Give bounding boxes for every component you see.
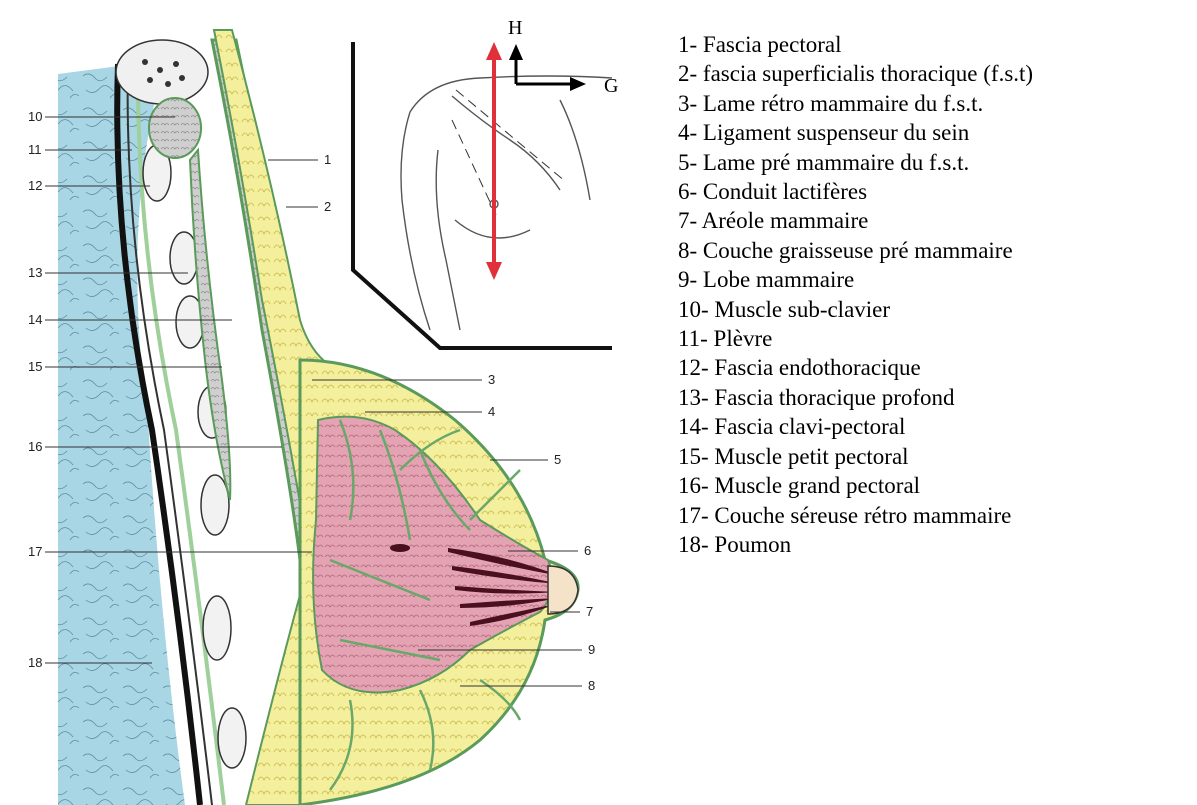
legend-item: 10- Muscle sub-clavier [678, 295, 1033, 324]
legend-item: 9- Lobe mammaire [678, 265, 1033, 294]
legend-item: 15- Muscle petit pectoral [678, 442, 1033, 471]
number-label: 11 [28, 142, 42, 157]
legend-item: 12- Fascia endothoracique [678, 353, 1033, 382]
legend-item: 14- Fascia clavi-pectoral [678, 412, 1033, 441]
breast-sagittal-section-diagram: 1 2 3 4 5 6 7 8 9 10 11 12 13 14 15 16 1… [0, 0, 650, 805]
legend-item: 6- Conduit lactifères [678, 177, 1033, 206]
number-label: 8 [588, 678, 595, 693]
orientation-inset: H G [353, 17, 618, 348]
axis-label-H: H [508, 17, 522, 39]
number-label: 10 [28, 109, 42, 124]
legend-item: 7- Aréole mammaire [678, 206, 1033, 235]
number-label: 14 [28, 312, 42, 327]
number-label: 12 [28, 178, 42, 193]
orientation-axes: H G [508, 17, 618, 97]
number-label: 4 [488, 404, 495, 419]
number-label: 16 [28, 439, 42, 454]
legend-item: 11- Plèvre [678, 324, 1033, 353]
number-label: 1 [324, 152, 331, 167]
number-label: 6 [584, 543, 591, 558]
torso-sketch [401, 76, 612, 330]
number-label: 5 [554, 452, 561, 467]
number-label: 15 [28, 359, 42, 374]
number-label: 3 [488, 372, 495, 387]
number-label: 17 [28, 544, 42, 559]
legend-item: 16- Muscle grand pectoral [678, 471, 1033, 500]
number-label: 7 [586, 604, 593, 619]
legend-item: 8- Couche graisseuse pré mammaire [678, 236, 1033, 265]
number-label: 18 [28, 655, 42, 670]
subclavius-muscle [149, 98, 201, 158]
axis-label-G: G [604, 75, 618, 97]
number-label: 2 [324, 199, 331, 214]
legend-item: 5- Lame pré mammaire du f.s.t. [678, 148, 1033, 177]
legend-item: 2- fascia superficialis thoracique (f.s.… [678, 59, 1033, 88]
legend-item: 4- Ligament suspenseur du sein [678, 118, 1033, 147]
legend-item: 13- Fascia thoracique profond [678, 383, 1033, 412]
legend-item: 17- Couche séreuse rétro mammaire [678, 501, 1033, 530]
number-label: 13 [28, 265, 42, 280]
legend-item: 3- Lame rétro mammaire du f.s.t. [678, 89, 1033, 118]
anatomy-legend: 1- Fascia pectoral 2- fascia superficial… [678, 30, 1033, 559]
number-label: 9 [588, 642, 595, 657]
legend-item: 1- Fascia pectoral [678, 30, 1033, 59]
legend-item: 18- Poumon [678, 530, 1033, 559]
